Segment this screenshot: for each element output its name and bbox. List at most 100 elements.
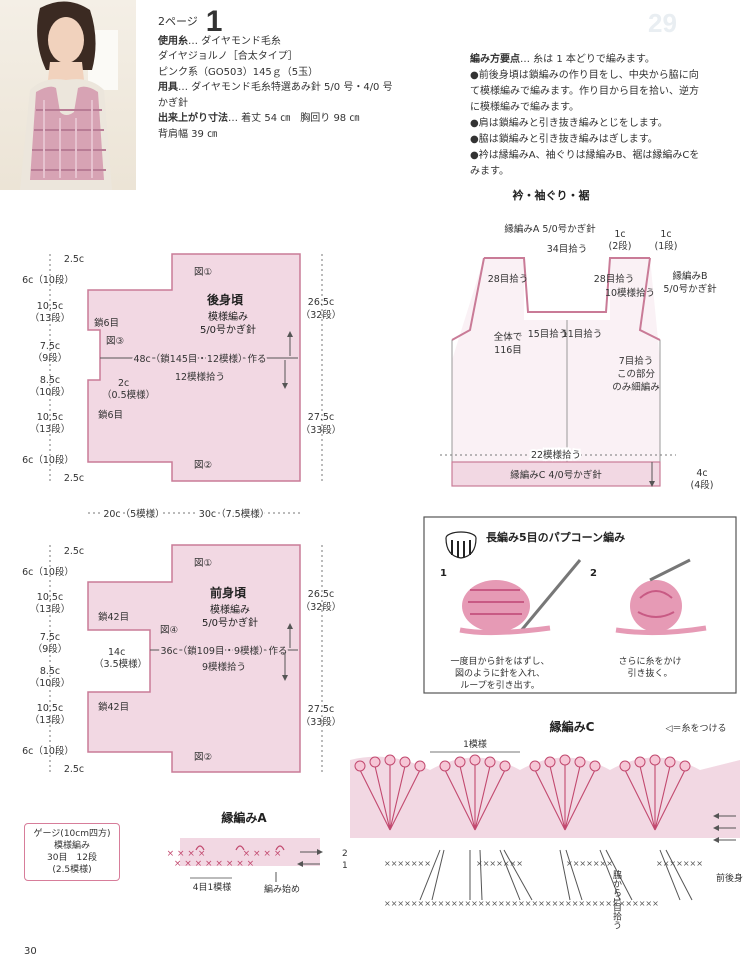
- popcorn-stitch-box: 長編み5目のパプコーン編み 1 2 一度目から針をはずし、 図のように針を入れ、…: [423, 516, 737, 694]
- instructions-intro: 編み方要点… 糸は 1 本どりで編みます。: [470, 52, 750, 68]
- model-illustration: [20, 1, 118, 190]
- edge-a-title: 縁編みA: [221, 810, 267, 825]
- back-dim-label: 10.5c: [37, 301, 63, 312]
- back-dim-label: （13段）: [30, 423, 71, 435]
- instruction-line: ●肩は鎖編みと引き抜き編みとじをします。: [470, 118, 668, 129]
- corner-page-mark: 29: [648, 8, 677, 38]
- front-dim-label: 10.5c: [37, 592, 63, 603]
- edge-c-base-chains: ××××××× ××××××× ××××××× ××××××× ××××××××…: [384, 859, 703, 908]
- instruction-line: ●前後身頃は鎖編みの作り目をし、中央から脇に向: [470, 70, 699, 81]
- svg-text:×××××××: ×××××××: [566, 859, 613, 868]
- back-body-diagram: 2.5c 6c（10段） 10.5c （13段） 7.5c （9段） 8.5c …: [22, 253, 342, 484]
- back-armhole-bottom: 鎖6目: [98, 409, 123, 421]
- back-dim-label: 8.5c: [40, 375, 60, 386]
- width-left: 20c（5模様）: [103, 508, 164, 520]
- popcorn-icon: [445, 531, 477, 559]
- edge-c-repeat: 1模様: [463, 738, 487, 750]
- back-right-top: 26.5c: [308, 297, 334, 308]
- back-right-bottom-2: （33段）: [301, 424, 342, 436]
- yarn-line: 使用糸… ダイヤモンド毛糸: [158, 34, 458, 50]
- front-right-top: 26.5c: [308, 589, 334, 600]
- collar-title: 衿・袖ぐり・裾: [513, 188, 590, 202]
- size-value: … 着丈 54 ㎝ 胸回り 98 ㎝: [228, 113, 360, 124]
- edge-c-fans: [359, 764, 686, 831]
- collar-pick7: 7目拾う: [619, 355, 654, 367]
- hem-dim-2: (4段): [691, 479, 714, 491]
- page-number: 30: [24, 946, 37, 957]
- instructions-label: 編み方要点: [470, 54, 520, 65]
- collar-total: 全体で: [494, 331, 523, 343]
- front-dim-label: 6c（10段）: [22, 745, 74, 757]
- edge-a-row1: 1: [342, 861, 348, 871]
- popcorn-step2-number: 2: [590, 568, 597, 579]
- tools-label: 用具: [158, 82, 178, 93]
- back-dim-label: 7.5c: [40, 341, 60, 352]
- front-dim-label: 10.5c: [37, 703, 63, 714]
- edge-c-legend: ◁＝糸をつける: [666, 722, 727, 734]
- svg-text:× × × ×: × × × ×: [167, 849, 206, 859]
- back-dim-label: 6c（10段）: [22, 274, 74, 286]
- size-line: 出来上がり寸法… 着丈 54 ㎝ 胸回り 98 ㎝: [158, 111, 458, 127]
- front-armhole-bottom: 鎖42目: [98, 701, 129, 713]
- model-photo: [0, 0, 136, 190]
- front-dim-label: （13段）: [30, 714, 71, 726]
- collar-edge-b: 縁編みB: [672, 270, 707, 282]
- hem-dim: 4c: [696, 468, 707, 479]
- instruction-line: ●衿は縁編みA、袖ぐりは縁編みB、裾は縁編みCを: [470, 150, 700, 161]
- popcorn-step1-line: 一度目から針をはずし、: [450, 655, 549, 667]
- collar-armhole-line: [451, 257, 661, 341]
- collar-pick28-right: 28目拾う: [594, 273, 635, 285]
- svg-text:× × × × × × × ×: × × × × × × × ×: [174, 859, 254, 869]
- collar-pick11: 11目拾う: [562, 328, 603, 340]
- front-dim-label: 7.5c: [40, 632, 60, 643]
- edge-a-row2: 2: [342, 849, 348, 859]
- collar-c1-1: 1c: [660, 229, 671, 240]
- instructions-intro-text: … 糸は 1 本どりで編みます。: [520, 54, 655, 65]
- front-pick-row: 9模様拾う: [202, 661, 246, 673]
- gauge-box: ゲージ(10cm四方) 模様編み 30目 12段 (2.5模様): [24, 823, 120, 881]
- collar-neck-line: [484, 257, 650, 313]
- popcorn-step1-line: ループを引き出す。: [460, 679, 540, 691]
- collar-pick15: 15目拾う: [528, 328, 569, 340]
- edge-c-base-stitches: [419, 849, 693, 901]
- tools-line: 用具… ダイヤモンド毛糸特選あみ針 5/0 号・4/0 号: [158, 80, 458, 96]
- popcorn-title: 長編み5目のパプコーン編み: [486, 530, 625, 544]
- front-dim-label: 2.5c: [64, 546, 84, 557]
- collar-c1-1b: (1段): [655, 240, 678, 252]
- collar-body-shade: [452, 258, 660, 470]
- edge-c-side-pick: 脇から1目拾う: [611, 870, 622, 930]
- popcorn-step1-line: 図のように針を入れ、: [455, 667, 545, 679]
- instruction-line: て模様編みで編みます。作り目から目を拾い、逆方: [470, 86, 699, 97]
- svg-text:×××××××: ×××××××: [476, 859, 523, 868]
- width-row: 20c（5模様） 30c（7.5模様）: [88, 506, 300, 522]
- collar-pick10: 10模様拾う: [605, 287, 655, 299]
- back-hook: 5/0号かぎ針: [200, 323, 256, 336]
- front-armhole-width: 14c: [108, 647, 125, 658]
- gauge-line: 模様編み: [53, 841, 90, 851]
- front-chain-row: 36c（鎖109目・9模様）作る: [161, 645, 288, 657]
- collar-c1-2b: (2段): [609, 240, 632, 252]
- yarn-label: 使用糸: [158, 35, 188, 47]
- back-title: 後身頃: [207, 292, 244, 307]
- back-marker-2: 図②: [194, 460, 212, 471]
- front-armhole-top: 鎖42目: [98, 611, 129, 623]
- instruction-line: みます。: [470, 166, 509, 177]
- edge-c-back-label: 前後身: [716, 872, 743, 884]
- back-marker-1: 図①: [194, 267, 212, 278]
- svg-text:××××××××××××××××××××××××××××××: ××××××××××××××××××××××××××××××××××××××××…: [384, 899, 659, 908]
- front-marker-4: 図④: [160, 625, 178, 636]
- collar-pick34: 34目拾う: [547, 243, 588, 255]
- back-marker-3: 図③: [106, 336, 124, 347]
- front-pattern: 模様編み: [210, 603, 250, 616]
- edge-a-picot: [195, 845, 285, 851]
- collar-edge-b-hook: 5/0号かぎ針: [663, 283, 717, 295]
- popcorn-step1-illustration: [459, 559, 582, 636]
- front-hook: 5/0号かぎ針: [202, 616, 258, 629]
- size-value-2: 背肩幅 39 ㎝: [158, 128, 218, 140]
- width-right: 30c（7.5模様）: [199, 508, 269, 520]
- back-dim-label: 6c（10段）: [22, 454, 74, 466]
- edge-a-repeat: 4目1模様: [193, 881, 231, 893]
- edge-c-popcorns: [354, 754, 691, 772]
- back-right-top-2: （32段）: [301, 309, 342, 321]
